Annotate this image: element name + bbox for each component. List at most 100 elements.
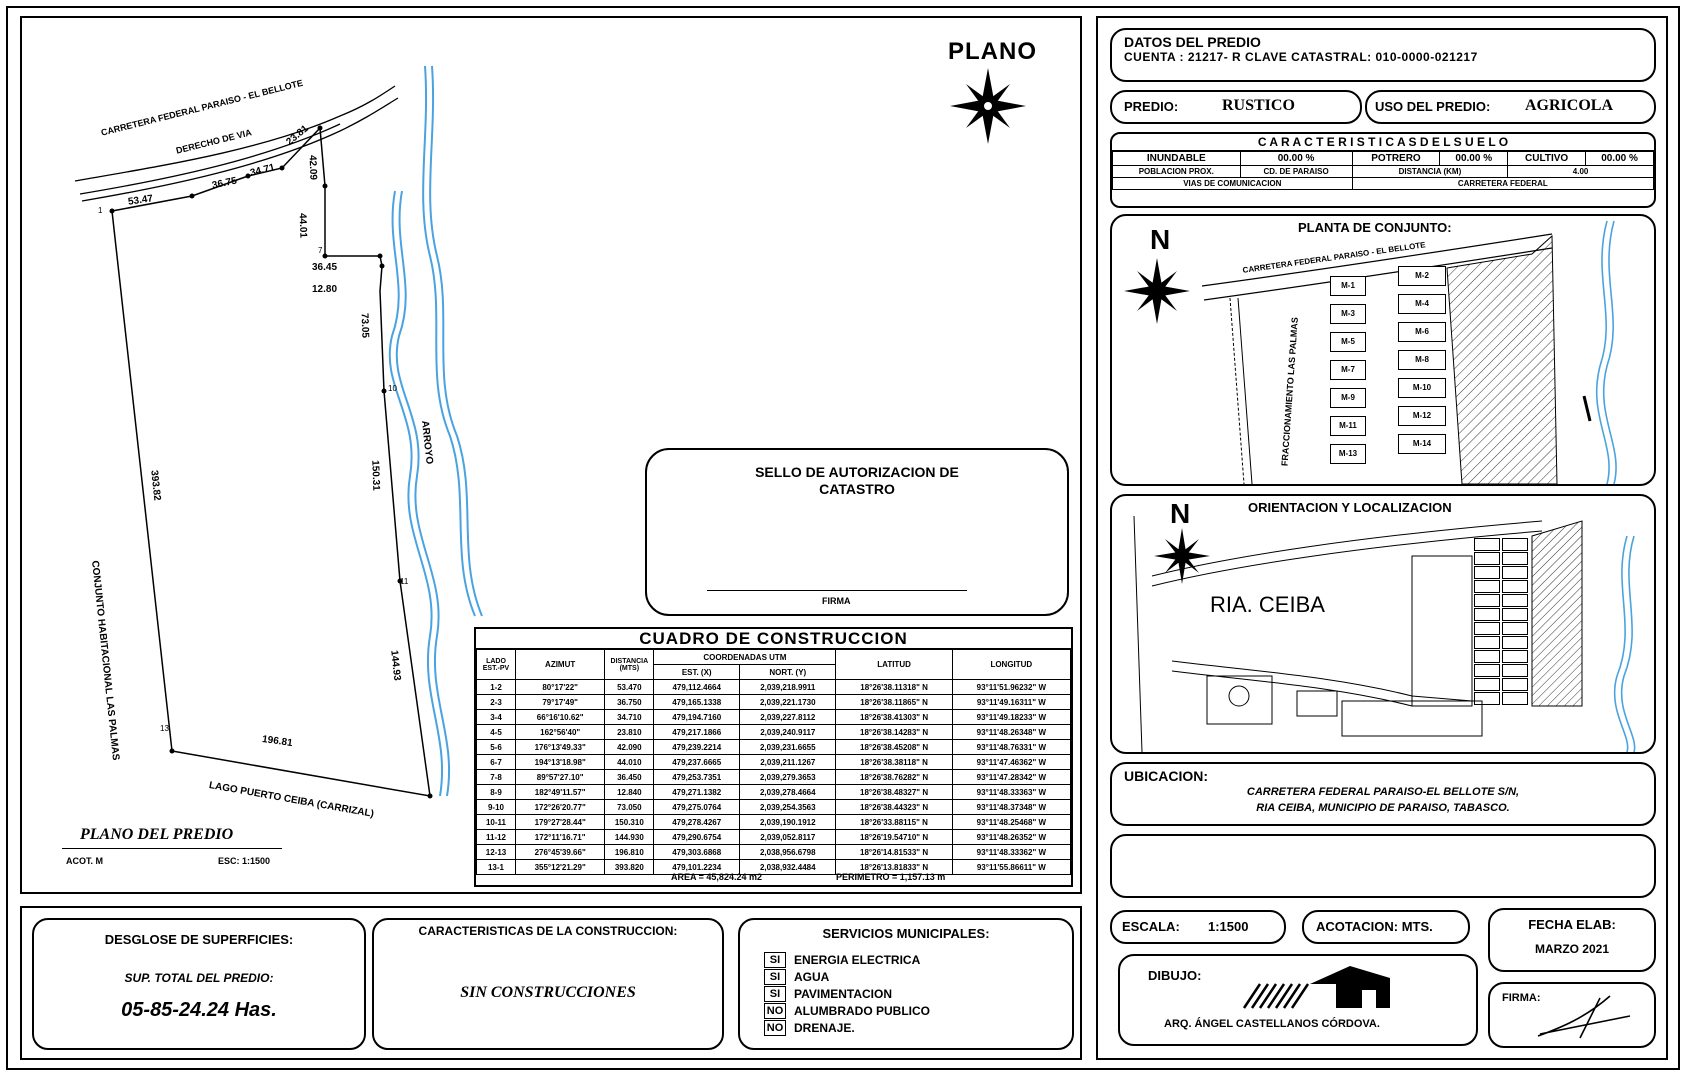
table-cell: 36.450 bbox=[604, 769, 655, 785]
suelo-cell: INUNDABLE bbox=[1112, 151, 1241, 166]
caracteristicas-suelo-box: C A R A C T E R I S T I C A S D E L S U … bbox=[1110, 132, 1656, 208]
table-cell: 93°11'48.25468" W bbox=[951, 814, 1072, 830]
table-cell: 2-3 bbox=[476, 694, 516, 710]
cuadro-table: LADO EST.-PV AZIMUT DISTANCIA (MTS) COOR… bbox=[476, 649, 1072, 875]
orientacion-box: ORIENTACION Y LOCALIZACION N RIA. CEIBA bbox=[1110, 494, 1656, 754]
place-name: RIA. CEIBA bbox=[1210, 592, 1325, 617]
predio-type-box: PREDIO: RUSTICO bbox=[1110, 90, 1362, 124]
table-cell: 479,112.4664 bbox=[653, 679, 741, 695]
table-cell: 3-4 bbox=[476, 709, 516, 725]
planta-lot-tag: M-12 bbox=[1398, 406, 1446, 426]
predio-label: PREDIO: bbox=[1124, 99, 1179, 114]
loc-lot-block bbox=[1474, 566, 1500, 579]
service-label: PAVIMENTACION bbox=[794, 986, 892, 1001]
loc-lot-block bbox=[1474, 650, 1500, 663]
table-cell: 13-1 bbox=[476, 859, 516, 875]
planta-lot-tag: M-11 bbox=[1330, 416, 1366, 436]
table-cell: 73.050 bbox=[604, 799, 655, 815]
loc-lot-block bbox=[1502, 608, 1528, 621]
compass-rose-icon bbox=[950, 68, 1026, 144]
table-cell: 479,303.6868 bbox=[653, 844, 741, 860]
table-cell: 18°26'14.81533" N bbox=[835, 844, 953, 860]
table-cell: 2,039,231.6655 bbox=[739, 739, 837, 755]
edge-label: 73.05 bbox=[358, 312, 371, 339]
vertex-label: 11 bbox=[400, 577, 409, 586]
north-arrow-icon bbox=[1154, 528, 1210, 584]
loc-lot-block bbox=[1502, 552, 1528, 565]
table-cell: 179°27'28.44" bbox=[514, 814, 606, 830]
service-label: ENERGIA ELECTRICA bbox=[794, 952, 921, 967]
predio-value: RUSTICO bbox=[1222, 97, 1295, 114]
escala-label: ESCALA: bbox=[1122, 919, 1180, 934]
plano-label: PLANO bbox=[948, 38, 1037, 65]
table-cell: 89°57'27.10" bbox=[514, 769, 606, 785]
table-cell: 276°45'39.66" bbox=[514, 844, 606, 860]
loc-lot-block bbox=[1474, 580, 1500, 593]
table-cell: 53.470 bbox=[604, 679, 655, 695]
table-cell: 36.750 bbox=[604, 694, 655, 710]
table-cell: 93°11'47.46362" W bbox=[951, 754, 1072, 770]
service-item: SI PAVIMENTACION bbox=[764, 985, 1072, 1002]
col-est-x: EST. (X) bbox=[653, 664, 741, 680]
table-cell: 93°11'55.86611" W bbox=[951, 859, 1072, 875]
edge-label: 44.01 bbox=[296, 212, 309, 239]
loc-lot-block bbox=[1474, 636, 1500, 649]
table-cell: 2,039,218.9911 bbox=[739, 679, 837, 695]
table-cell: 6-7 bbox=[476, 754, 516, 770]
datos-predio-box: DATOS DEL PREDIO CUENTA : 21217- R CLAVE… bbox=[1110, 28, 1656, 82]
table-cell: 5-6 bbox=[476, 739, 516, 755]
loc-lot-block bbox=[1502, 538, 1528, 551]
planta-lot-tag: M-5 bbox=[1330, 332, 1366, 352]
table-cell: 479,271.1382 bbox=[653, 784, 741, 800]
suelo-cell: CULTIVO bbox=[1507, 151, 1587, 166]
loc-lot-block bbox=[1474, 622, 1500, 635]
table-cell: 150.310 bbox=[604, 814, 655, 830]
table-cell: 93°11'51.96232" W bbox=[951, 679, 1072, 695]
col-nort-y: NORT. (Y) bbox=[739, 664, 837, 680]
vertex-label: 10 bbox=[388, 384, 397, 393]
escala-value: 1:1500 bbox=[1208, 919, 1249, 934]
table-cell: 162°56'40" bbox=[514, 724, 606, 740]
table-cell: 93°11'48.33362" W bbox=[951, 844, 1072, 860]
service-flag: SI bbox=[764, 985, 786, 1002]
firma-box-label: FIRMA: bbox=[1502, 992, 1541, 1004]
table-cell: 479,194.7160 bbox=[653, 709, 741, 725]
table-cell: 4-5 bbox=[476, 724, 516, 740]
orientacion-north: N bbox=[1170, 498, 1191, 529]
fecha-label: FECHA ELAB: bbox=[1528, 917, 1616, 932]
service-flag: NO bbox=[764, 1019, 786, 1036]
table-cell: 93°11'49.16311" W bbox=[951, 694, 1072, 710]
table-cell: 93°11'49.18233" W bbox=[951, 709, 1072, 725]
construccion-title: CARACTERISTICAS DE LA CONSTRUCCION: bbox=[418, 924, 678, 938]
north-arrow-icon bbox=[1124, 258, 1190, 324]
edge-label: 12.80 bbox=[312, 284, 338, 295]
table-cell: 12-13 bbox=[476, 844, 516, 860]
service-label: AGUA bbox=[794, 969, 830, 984]
sup-total-value: 05-85-24.24 Has. bbox=[121, 999, 277, 1021]
table-cell: 10-11 bbox=[476, 814, 516, 830]
fecha-box: FECHA ELAB: MARZO 2021 bbox=[1488, 908, 1656, 972]
service-label: ALUMBRADO PUBLICO bbox=[794, 1003, 930, 1018]
table-cell: 2,039,190.1912 bbox=[739, 814, 837, 830]
col-longitud: LONGITUD bbox=[951, 649, 1072, 680]
suelo-cell: CD. DE PARAISO bbox=[1239, 165, 1353, 178]
table-cell: 93°11'48.26348" W bbox=[951, 724, 1072, 740]
table-cell: 66°16'10.62" bbox=[514, 709, 606, 725]
table-cell: 18°26'38.76282" N bbox=[835, 769, 953, 785]
table-cell: 18°26'38.14283" N bbox=[835, 724, 953, 740]
col-latitud: LATITUD bbox=[835, 649, 953, 680]
edge-label: 36.45 bbox=[312, 262, 338, 273]
table-cell: 18°26'38.44323" N bbox=[835, 799, 953, 815]
table-cell: 2,039,211.1267 bbox=[739, 754, 837, 770]
planta-lot-tag: M-3 bbox=[1330, 304, 1366, 324]
table-cell: 12.840 bbox=[604, 784, 655, 800]
table-cell: 2,039,279.3653 bbox=[739, 769, 837, 785]
